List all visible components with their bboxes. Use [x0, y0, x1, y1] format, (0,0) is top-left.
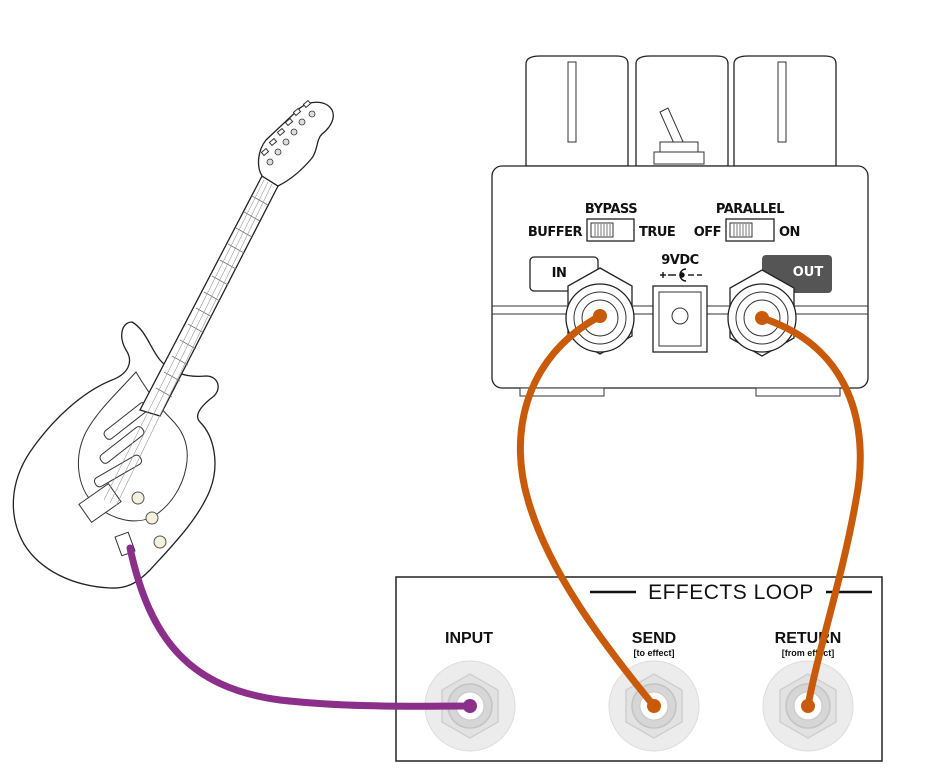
electric-guitar-illustration — [12, 99, 334, 589]
power-jack[interactable] — [652, 285, 708, 353]
loop-pedal: BYPASS BUFFER TRUE PARALLEL OFF ON — [491, 55, 869, 397]
return-cable-plug-loop — [801, 699, 815, 713]
guitar-frets — [155, 195, 269, 398]
parallel-label: PARALLEL — [716, 202, 784, 217]
send-cable — [516, 312, 658, 710]
return-cable-plug-pedal — [755, 311, 769, 325]
pedal-knob-left — [525, 55, 629, 167]
return-sublabel: [from effect] — [782, 648, 835, 658]
guitar-cable-plug — [463, 699, 477, 713]
power-label: 9VDC — [661, 253, 698, 268]
return-label: RETURN — [775, 630, 842, 647]
polarity-icon — [660, 268, 702, 282]
pedal-foot-left — [519, 387, 605, 397]
guitar-cable — [126, 544, 474, 710]
pedal-knob-right — [733, 55, 837, 167]
guitar-knobs — [131, 491, 167, 549]
buffer-label: BUFFER — [528, 225, 583, 240]
parallel-switch[interactable] — [725, 218, 775, 242]
input-label: INPUT — [445, 630, 493, 647]
send-label: SEND — [632, 630, 676, 647]
send-sublabel: [to effect] — [634, 648, 675, 658]
pedal-toggle-switch[interactable] — [635, 55, 729, 167]
pedal-foot-right — [755, 387, 841, 397]
send-cable-plug-loop — [647, 699, 661, 713]
effects-loop-panel: EFFECTS LOOP INPUT SEND [to effect] RETU… — [395, 576, 883, 762]
guitar-bridge — [78, 482, 122, 524]
bypass-label: BYPASS — [585, 202, 637, 217]
guitar-tuner-pegs — [260, 99, 312, 157]
send-cable-plug-pedal — [593, 309, 607, 323]
on-label: ON — [779, 225, 800, 240]
guitar-headstock — [257, 101, 334, 187]
guitar-tuners — [266, 110, 316, 166]
out-label: OUT — [793, 265, 824, 280]
true-label: TRUE — [639, 225, 675, 240]
in-label: IN — [552, 266, 567, 281]
cables — [126, 309, 864, 713]
guitar-strings — [103, 179, 273, 507]
effects-loop-title: EFFECTS LOOP — [648, 581, 814, 604]
bypass-switch[interactable] — [586, 218, 635, 242]
return-cable — [758, 314, 864, 710]
off-label: OFF — [694, 225, 721, 240]
